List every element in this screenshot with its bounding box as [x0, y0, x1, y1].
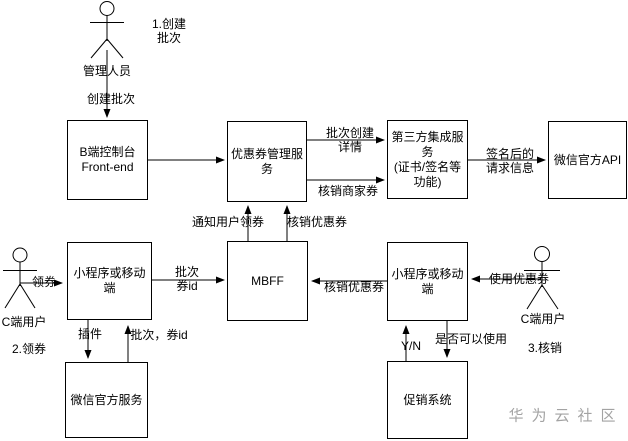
node-mbff: MBFF	[227, 241, 308, 321]
consumer-right-label: C端用户	[520, 312, 566, 326]
admin-person-icon	[90, 1, 124, 59]
admin-label: 管理人员	[82, 64, 132, 78]
node-b-console: B端控制台 Front-end	[67, 120, 148, 200]
step-2-claim: 2.领券	[11, 342, 47, 356]
consumer-left-label: C端用户	[1, 315, 47, 329]
edge-label-notify-user-claim: 通知用户领券	[191, 215, 265, 229]
node-third-party: 第三方集成服 务 (证书/签名等 功能)	[387, 120, 468, 199]
edge-label-use-coupon: 使用优惠券	[488, 272, 550, 286]
edge-label-yes-no: Y/N	[400, 339, 422, 353]
node-miniapp-left: 小程序或移动 端	[67, 242, 152, 320]
node-wechat-api: 微信官方API	[548, 121, 627, 199]
huawei-cloud-watermark: 华为云社区	[508, 407, 624, 425]
consumer-right-person-icon	[524, 246, 560, 310]
node-coupon-service: 优惠券管理服 务	[227, 121, 307, 202]
node-promo-system: 促销系统	[387, 361, 468, 439]
edge-label-verify-merchant: 核销商家券	[317, 184, 379, 198]
edge-label-plugin: 插件	[77, 327, 103, 341]
consumer-left-person-icon	[3, 247, 37, 309]
edge-label-create-batch: 创建批次	[86, 92, 136, 106]
step-1-create-batch: 1.创建 批次	[151, 17, 187, 45]
step-3-verify: 3.核销	[527, 341, 563, 355]
edge-label-verify-coupon-up: 核销优惠券	[286, 215, 348, 229]
edge-label-verify-coupon-right: 核销优惠券	[323, 280, 385, 294]
edge-label-batch-create-detail: 批次创建 详情	[325, 126, 375, 154]
edge-label-can-use: 是否可以使用	[434, 332, 508, 346]
edge-label-batch-coupon-id-left: 批次，券id	[130, 328, 188, 342]
node-wechat-service: 微信官方服务	[65, 362, 148, 438]
edge-label-signed-request: 签名后的 请求信息	[485, 147, 535, 175]
edge-label-claim-coupon: 领券	[31, 275, 57, 289]
edge-label-batch-coupon-id-mid: 批次 券id	[174, 265, 200, 293]
node-miniapp-right: 小程序或移动 端	[387, 242, 468, 321]
